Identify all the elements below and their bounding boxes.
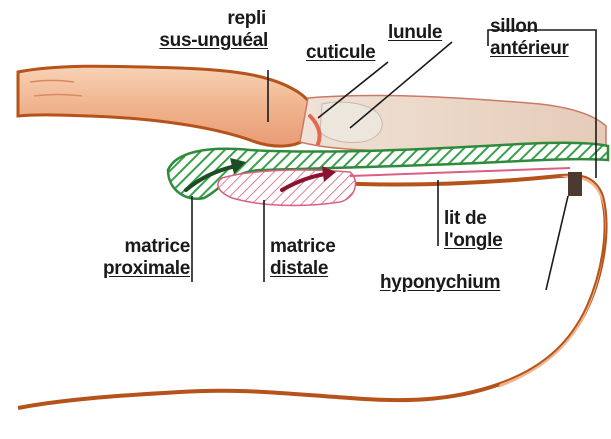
label-matrice-distale-2: distale — [270, 258, 328, 280]
label-repli: repli — [190, 8, 266, 30]
finger-pulp-fill — [498, 176, 606, 388]
leader-hyponychium — [546, 196, 568, 290]
label-matrice-proximale-1: matrice — [90, 236, 190, 258]
hyponychium-block — [568, 172, 582, 196]
label-sillon: sillon — [490, 16, 538, 38]
label-hyponychium: hyponychium — [380, 272, 500, 294]
nail-bed-line — [350, 168, 570, 176]
label-sus-ungueal: sus-unguéal — [124, 30, 268, 52]
label-matrice-proximale-2: proximale — [74, 258, 190, 280]
label-anterieur: antérieur — [490, 38, 569, 60]
label-l-ongle: l'ongle — [444, 230, 502, 252]
label-cuticule: cuticule — [306, 42, 375, 64]
proximal-nail-fold — [18, 66, 316, 146]
label-lunule: lunule — [388, 22, 442, 44]
label-matrice-distale-1: matrice — [270, 236, 336, 258]
label-lit-de: lit de — [444, 208, 487, 230]
